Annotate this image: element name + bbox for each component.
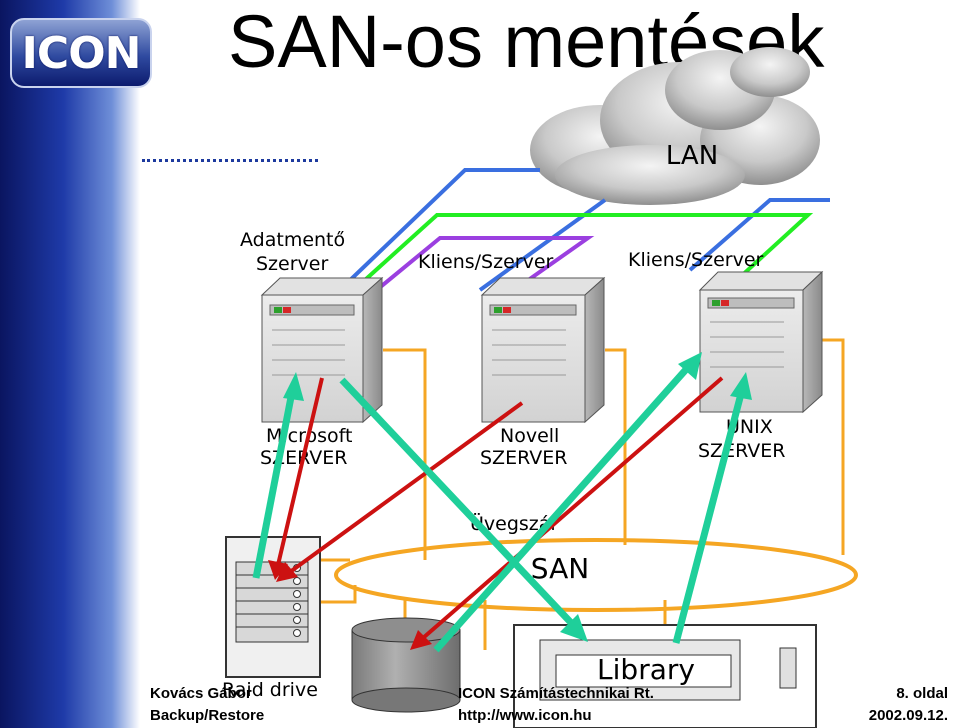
novell-label-2: SZERVER (480, 447, 567, 469)
unix-label-2: SZERVER (698, 440, 785, 462)
footer-company: ICON Számítástechnikai Rt. http://www.ic… (458, 683, 654, 727)
san-links (318, 338, 845, 650)
footer-author: Kovács Gábor Backup/Restore (150, 683, 264, 727)
lan-cloud: LAN (530, 47, 820, 205)
lan-label: LAN (666, 141, 718, 171)
fiber-label: Üvegszál (470, 512, 556, 535)
footer-author-name: Kovács Gábor (150, 685, 252, 702)
logo-text: ICON (21, 27, 142, 79)
footer-company-name: ICON Számítástechnikai Rt. (458, 685, 654, 702)
san-ring (334, 538, 858, 612)
unix-server (698, 270, 824, 414)
backup-server-label-1: Adatmentő (240, 229, 345, 251)
title-divider (142, 159, 318, 162)
novell-server (480, 276, 606, 424)
library-label: Library (597, 653, 695, 686)
novell-label-1: Novell (500, 425, 559, 447)
client-server-label-2: Kliens/Szerver (628, 249, 764, 271)
sidebar-gradient (0, 0, 140, 728)
data-flow-arrows (268, 376, 724, 650)
footer-page-number: 8. oldal (896, 685, 948, 702)
client-server-label-1: Kliens/Szerver (418, 251, 554, 273)
tape-library (513, 624, 817, 728)
footer-company-url: http://www.icon.hu (458, 707, 592, 724)
footer-topic: Backup/Restore (150, 707, 265, 724)
footer-date: 2002.09.12. (868, 707, 948, 724)
unix-label-1: UNIX (726, 416, 773, 438)
backup-flow-arrows (252, 352, 752, 653)
san-label: SAN (531, 552, 589, 585)
disk-storage (351, 617, 461, 713)
icon-logo: ICON (10, 18, 152, 88)
backup-server (260, 276, 384, 424)
footer-page-info: 8. oldal 2002.09.12. (869, 683, 948, 727)
raid-label: Raid drive (222, 679, 318, 701)
backup-server-label-2: Szerver (256, 253, 328, 275)
